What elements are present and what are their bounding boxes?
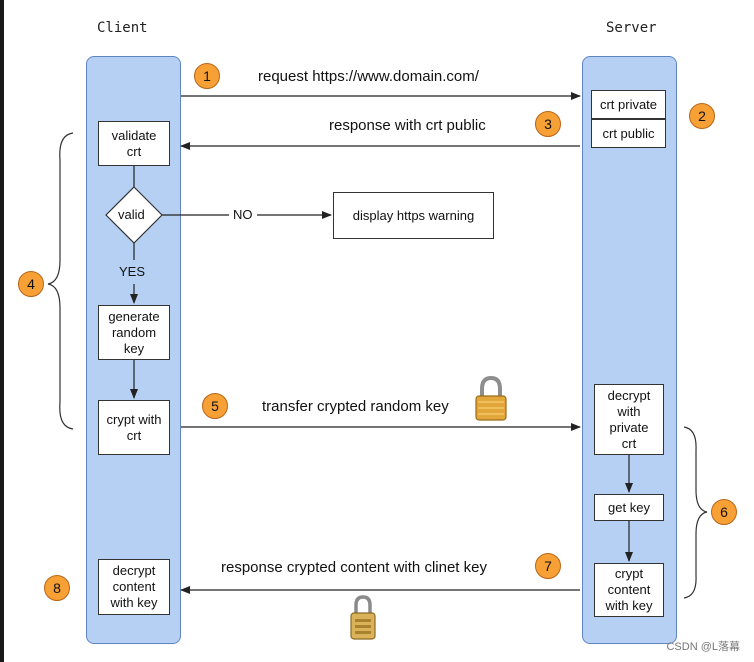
csdn-credit: CSDN @L落幕 — [666, 641, 740, 653]
step-badge-2: 2 — [689, 103, 715, 129]
transfer-key-label: transfer crypted random key — [262, 398, 449, 415]
response-content-label: response crypted content with clinet key — [221, 559, 487, 576]
decrypt-content-box: decrypt content with key — [98, 559, 170, 615]
step-badge-4: 4 — [18, 271, 44, 297]
frame-edge — [0, 0, 4, 662]
crt-public-box: crt public — [591, 119, 666, 148]
yes-label: YES — [119, 264, 146, 279]
valid-label: valid — [118, 207, 145, 222]
step-badge-1: 1 — [194, 63, 220, 89]
server-lane-title: Server — [606, 20, 657, 36]
lock-icon — [475, 375, 507, 421]
right-brace — [683, 426, 708, 599]
response-public-label: response with crt public — [329, 117, 486, 134]
left-brace — [47, 132, 74, 430]
client-lane-title: Client — [97, 20, 148, 36]
step-badge-6: 6 — [711, 499, 737, 525]
step-badge-7: 7 — [535, 553, 561, 579]
validate-crt-box: validate crt — [98, 121, 170, 166]
lock-icon — [350, 595, 376, 640]
crypt-with-crt-box: crypt with crt — [98, 400, 170, 455]
crypt-content-box: crypt content with key — [594, 563, 664, 617]
decrypt-private-box: decrypt with private crt — [594, 384, 664, 455]
get-key-box: get key — [594, 494, 664, 521]
no-label: NO — [229, 207, 257, 222]
crt-private-box: crt private — [591, 90, 666, 119]
request-label: request https://www.domain.com/ — [258, 68, 479, 85]
step-badge-8: 8 — [44, 575, 70, 601]
step-badge-5: 5 — [202, 393, 228, 419]
step-badge-3: 3 — [535, 111, 561, 137]
display-warning-box: display https warning — [333, 192, 494, 239]
generate-key-box: generate random key — [98, 305, 170, 360]
